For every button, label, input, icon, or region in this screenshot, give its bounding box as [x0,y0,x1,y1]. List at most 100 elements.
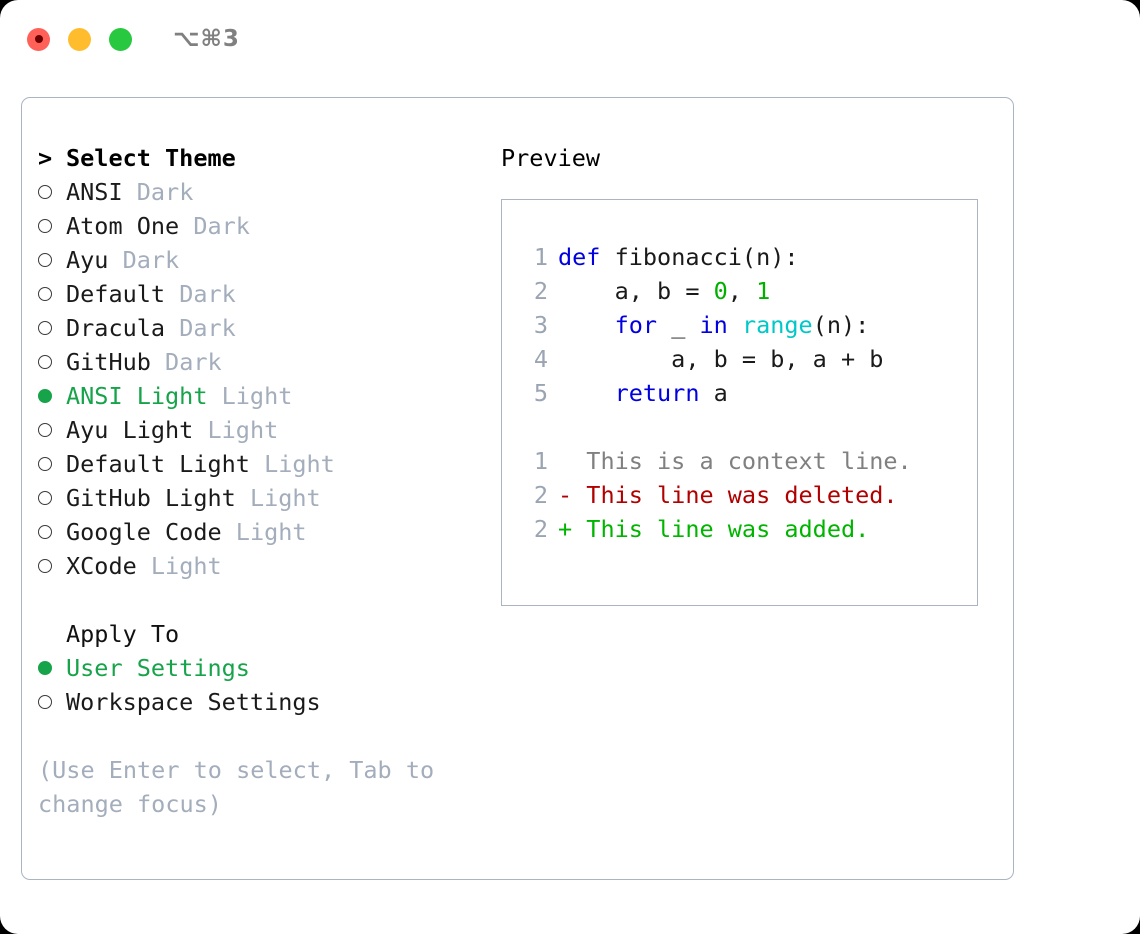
radio-unselected-icon [38,515,66,549]
code-token: def [558,243,601,271]
theme-name: XCode [66,552,137,580]
title-bar: ⌥⌘3 [0,0,1140,78]
bullet-icon [38,286,52,301]
apply-to-option-label: User Settings [66,654,250,682]
theme-list-item[interactable]: ANSI Light Light [38,379,483,413]
select-theme-heading: > Select Theme [38,141,483,175]
theme-variant-tag: Light [207,416,279,444]
diff-block: 1 This is a context line. 2 - This line wa… [524,444,977,546]
bullet-icon [38,490,52,505]
code-token: in [699,311,728,339]
theme-variant-tag: Light [221,382,293,410]
code-token: range [741,311,813,339]
maximize-button[interactable] [109,27,132,51]
theme-variant-tag: Dark [122,246,180,274]
bullet-icon [38,184,52,199]
theme-variant-tag: Light [150,552,222,580]
bullet-icon [38,354,52,369]
apply-to-option[interactable]: Workspace Settings [38,685,483,719]
preview-title: Preview [501,144,601,172]
theme-variant-tag: Dark [165,348,222,376]
code-line: 3 for _ in range(n): [524,308,977,342]
theme-list-item[interactable]: Dracula Dark [38,311,483,345]
radio-selected-icon [38,379,66,413]
theme-variant-tag: Light [249,484,321,512]
bullet-icon [38,524,52,539]
diff-text: This is a context line. [558,447,912,475]
radio-unselected-icon [38,209,66,243]
window-controls [27,27,132,51]
apply-to-option-label: Workspace Settings [66,688,321,716]
bullet-icon [38,422,52,437]
diff-text: + This line was added. [558,515,870,543]
diff-line: 1 This is a context line. [524,444,977,478]
theme-name: Dracula [66,314,166,342]
theme-variant-tag: Dark [136,178,194,206]
code-token: (n): [812,311,870,339]
radio-unselected-icon [38,345,66,379]
keyboard-hint-line-2: change focus) [38,790,222,818]
code-token [558,379,615,407]
theme-list-item[interactable]: GitHub Dark [38,345,483,379]
code-token: _ [657,311,700,339]
theme-list-item[interactable]: XCode Light [38,549,483,583]
code-line: 4 a, b = b, a + b [524,342,977,376]
close-button[interactable] [27,27,50,51]
theme-list-item[interactable]: Ayu Light Light [38,413,483,447]
bullet-icon [38,252,52,267]
window-title: ⌥⌘3 [173,26,240,52]
hint-spacer [38,719,483,753]
apply-to-indent [38,617,66,651]
code-token: 0 [713,277,728,305]
minimize-button[interactable] [68,27,91,51]
radio-unselected-icon [38,243,66,277]
select-theme-heading-label: Select Theme [66,144,236,172]
keyboard-hint: (Use Enter to select, Tab to change focu… [38,753,458,821]
line-number: 2 [533,515,548,543]
line-number: 2 [533,277,548,305]
theme-name: GitHub Light [66,484,236,512]
line-number: 1 [533,447,548,475]
theme-name: Atom One [66,212,180,240]
code-token [728,311,742,339]
theme-list-item[interactable]: Google Code Light [38,515,483,549]
diff-line: 2 - This line was deleted. [524,478,977,512]
diff-text: - This line was deleted. [558,481,898,509]
theme-variant-tag: Dark [193,212,250,240]
bullet-icon [38,388,52,403]
code-token: return [614,379,700,407]
theme-variant-tag: Light [264,450,335,478]
diff-line: 2 + This line was added. [524,512,977,546]
line-number: 2 [533,481,548,509]
theme-name: ANSI Light [66,382,208,410]
theme-list-item[interactable]: Atom One Dark [38,209,483,243]
prompt-caret-icon: > [38,144,53,172]
code-token: 1 [756,277,771,305]
line-number: 3 [533,311,548,339]
list-spacer [38,583,483,617]
theme-name: Ayu Light [66,416,194,444]
bullet-icon [38,660,52,675]
apply-to-heading: Apply To [38,617,483,651]
line-number: 4 [533,345,548,373]
theme-name: Google Code [66,518,222,546]
radio-unselected-icon [38,549,66,583]
theme-list-item[interactable]: Default Light Light [38,447,483,481]
theme-list-item[interactable]: Ayu Dark [38,243,483,277]
theme-list-item[interactable]: GitHub Light Light [38,481,483,515]
radio-unselected-icon [38,413,66,447]
radio-unselected-icon [38,685,66,719]
code-token [558,311,615,339]
bullet-icon [38,320,52,335]
radio-unselected-icon [38,447,66,481]
theme-list-item[interactable]: Default Dark [38,277,483,311]
theme-list-item[interactable]: ANSI Dark [38,175,483,209]
apply-to-option[interactable]: User Settings [38,651,483,685]
